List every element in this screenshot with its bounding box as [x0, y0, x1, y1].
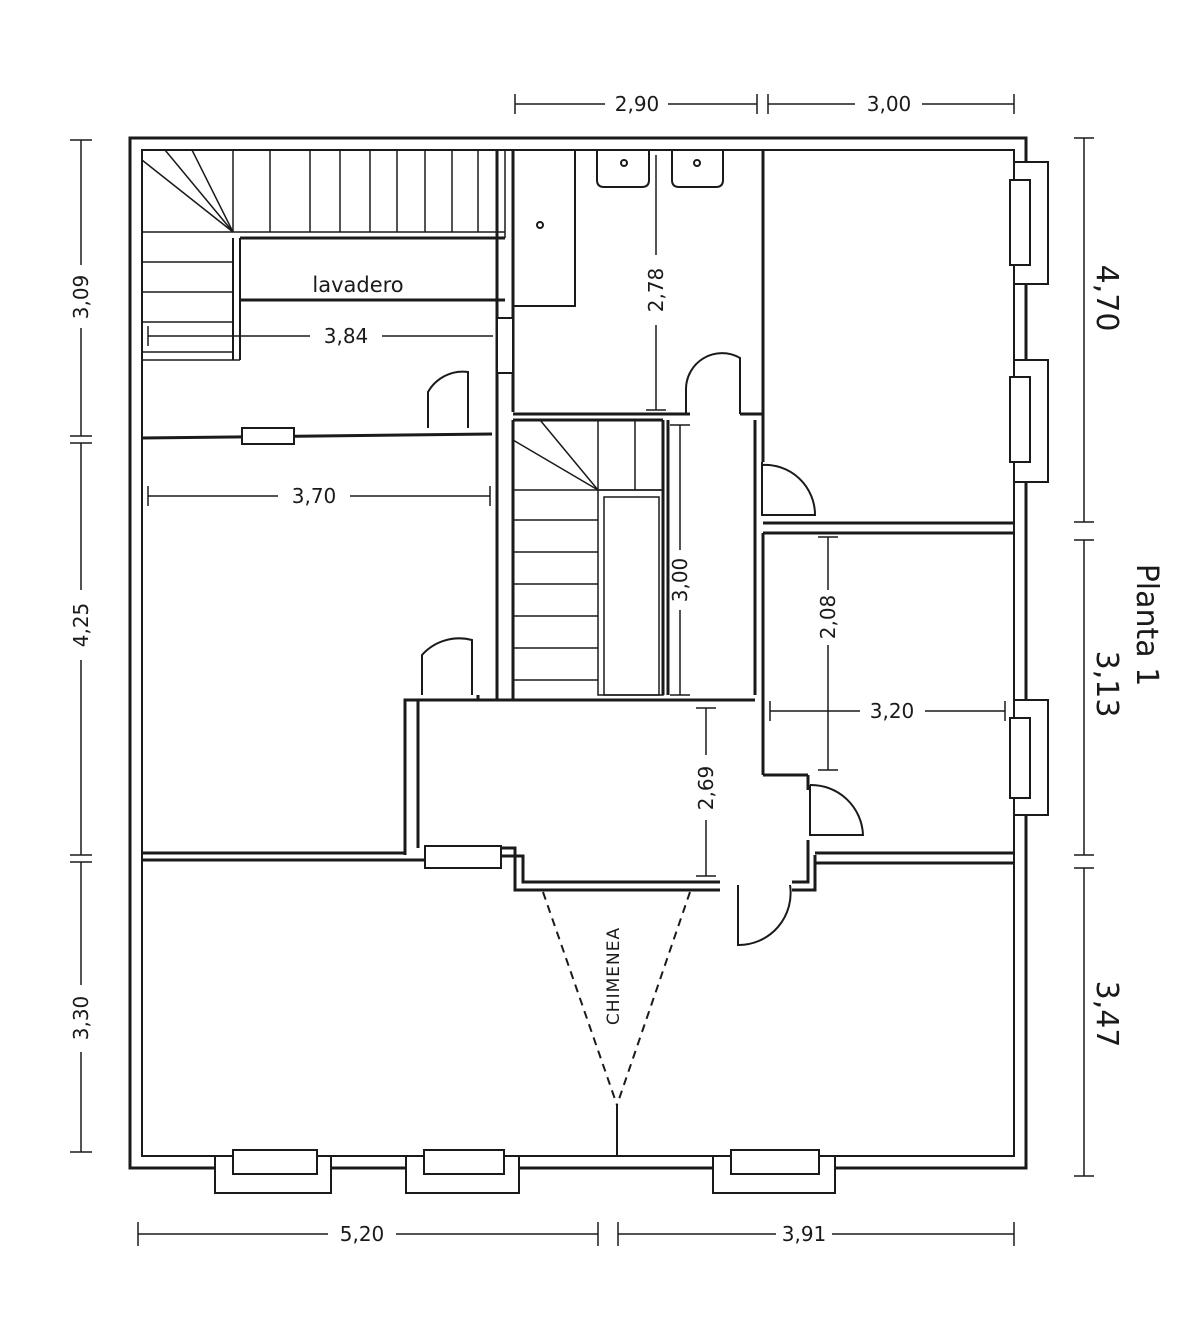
dim-left-bottom: 3,30: [69, 996, 93, 1041]
dim-right-middle: 3,13: [1089, 651, 1124, 718]
dimension-lines: [70, 94, 1094, 1246]
dim-bedroom-width: 3,20: [870, 699, 915, 723]
interior-walls: [141, 150, 1014, 1156]
plan-title: Planta 1: [1129, 564, 1164, 687]
dim-top-right: 3,00: [867, 92, 912, 116]
dim-room-width: 3,70: [292, 484, 337, 508]
dim-laundry-width: 3,84: [324, 324, 369, 348]
fireplace: [542, 891, 691, 1106]
dim-left-top: 3,09: [69, 275, 93, 320]
room-label-fireplace: CHIMENEA: [604, 927, 624, 1025]
dim-right-bottom: 3,47: [1089, 981, 1124, 1048]
staircase-center: [512, 419, 664, 696]
dim-top-left: 2,90: [615, 92, 660, 116]
doors: [421, 352, 865, 947]
dim-bottom-left: 5,20: [340, 1222, 385, 1246]
dim-corridor-height: 3,00: [668, 558, 692, 603]
dim-bedroom-height: 2,08: [816, 595, 840, 640]
bathroom-fixtures: [512, 149, 724, 307]
room-label-laundry: lavadero: [312, 273, 403, 297]
dim-left-middle: 4,25: [69, 603, 93, 648]
dim-bottom-right: 3,91: [782, 1222, 827, 1246]
dim-bath-height: 2,78: [644, 268, 668, 313]
dim-hall-height: 2,69: [694, 766, 718, 811]
staircase-top: [141, 149, 506, 361]
windows: [214, 161, 1049, 1194]
outer-walls: [128, 136, 1028, 1170]
dim-right-top: 4,70: [1089, 265, 1124, 332]
